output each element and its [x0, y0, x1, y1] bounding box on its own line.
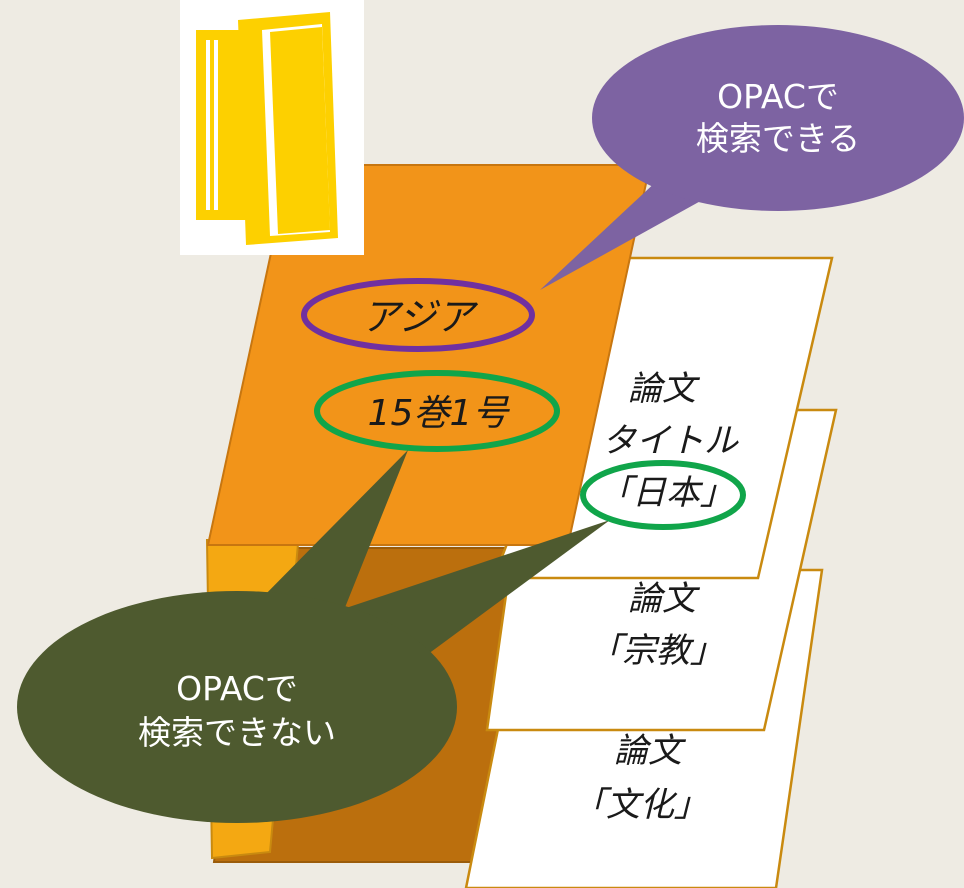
journal-volume: 15巻1号 [368, 393, 511, 434]
callout-searchable-line2: 検索できる [696, 119, 860, 158]
callout-searchable-tail [540, 178, 742, 290]
callout-not-searchable [17, 450, 610, 823]
callout-not-searchable-tail-volume [250, 450, 408, 620]
callout-searchable-bubble [592, 25, 964, 211]
callout-not-searchable-line1: OPACで [176, 669, 298, 708]
journal-volume-highlight [314, 370, 560, 452]
callout-not-searchable-line2: 検索できない [138, 713, 336, 752]
paper-japan-line3: 「日本」 [598, 473, 734, 513]
journal-title: アジア [362, 295, 478, 339]
paper-japan-line2: タイトル [602, 421, 739, 461]
paper-culture-line2: 「文化」 [572, 785, 708, 825]
paper-japan-highlight [580, 460, 746, 530]
paper-japan-line1: 論文 [628, 369, 701, 409]
paper-religion-line2: 「宗教」 [588, 631, 724, 671]
open-book-icon [180, 0, 364, 255]
callout-searchable: OPACで 検索できる [540, 25, 964, 290]
journal-title-highlight [301, 278, 535, 352]
paper-religion-line1: 論文 [628, 579, 701, 619]
callout-not-searchable-tail-paper [340, 520, 610, 660]
paper-culture-line1: 論文 [614, 731, 687, 771]
callout-not-searchable-bubble [17, 591, 457, 823]
callout-searchable-line1: OPACで [717, 77, 839, 116]
